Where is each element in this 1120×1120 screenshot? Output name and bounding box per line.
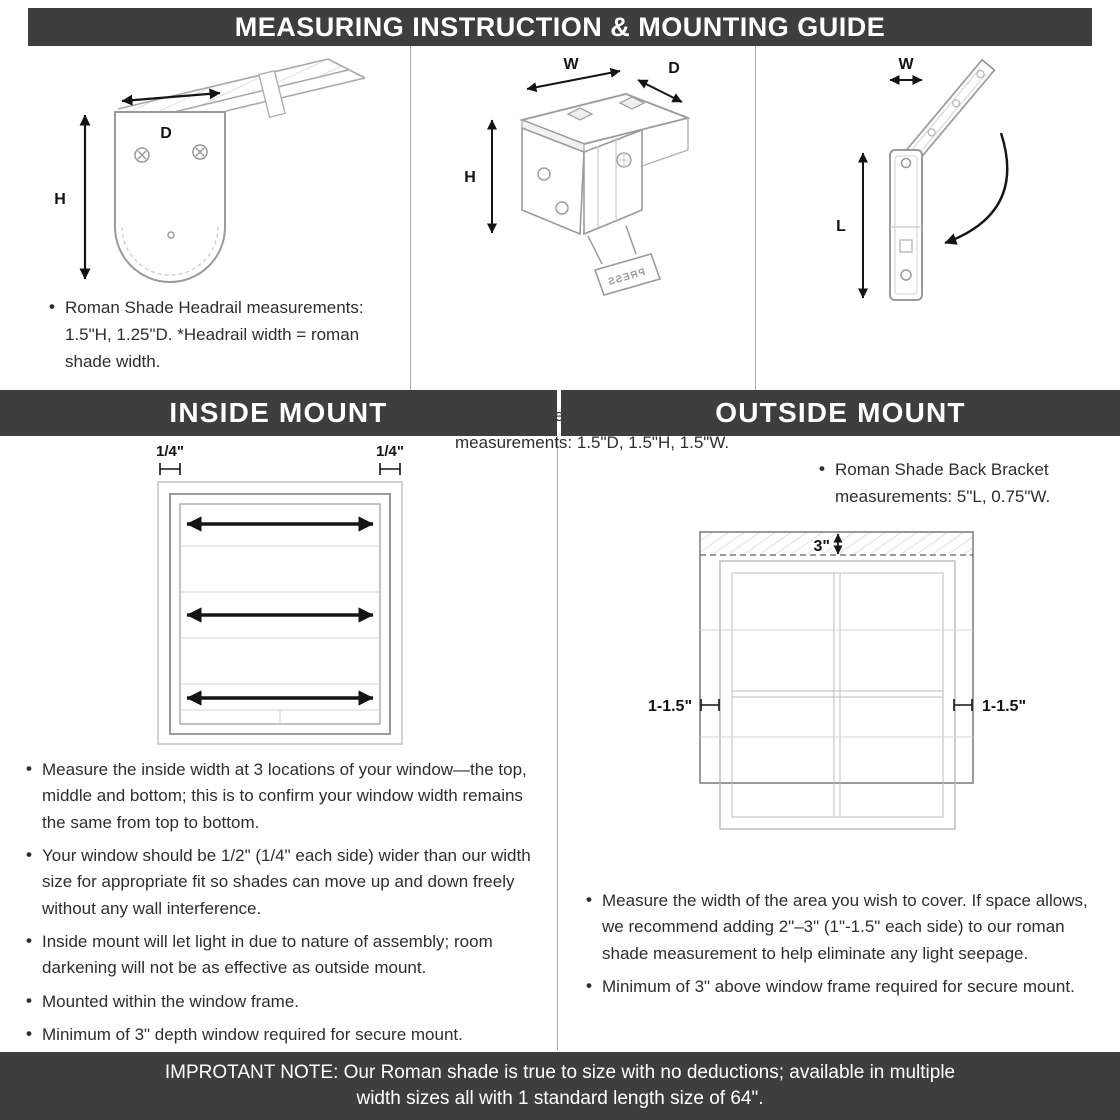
back-bracket-illustration: W L: [836, 56, 1009, 301]
headrail-illustration: D H: [54, 58, 366, 283]
rotation-arrow: [944, 132, 1009, 245]
bullet-item: Inside mount will let light in due to na…: [25, 928, 549, 982]
headrail-depth-label: D: [160, 125, 172, 142]
bullet-item: Mounted within the window frame.: [25, 988, 549, 1015]
back-bracket-length-label: L: [836, 218, 846, 235]
bracket-depth-label: D: [668, 60, 680, 77]
width-arrow: [526, 67, 621, 93]
depth-arrow: [121, 88, 221, 106]
page-title: MEASURING INSTRUCTION & MOUNTING GUIDE: [28, 8, 1092, 46]
headrail-note: Roman Shade Headrail measurements: 1.5"H…: [48, 293, 372, 376]
inside-mount-diagram: 1/4" 1/4": [156, 443, 404, 745]
outside-side-left-label: 1-1.5": [648, 698, 692, 715]
depth-arrow: [637, 79, 683, 103]
bullet-item: Measure the width of the area you wish t…: [585, 887, 1109, 967]
back-bracket-note: Roman Shade Back Bracket measurements: 5…: [818, 455, 1082, 510]
outside-mount-bullet-list: Measure the width of the area you wish t…: [585, 887, 1109, 1000]
inside-gap-right-label: 1/4": [376, 443, 404, 460]
back-bracket-width-label: W: [898, 56, 914, 73]
bullet-item: Your window should be 1/2" (1/4" each si…: [25, 842, 549, 922]
headrail-bracket-illustration: PRESS W D H: [464, 58, 691, 296]
divider: [755, 46, 756, 390]
footer-line: IMPROTANT NOTE: Our Roman shade is true …: [164, 1061, 956, 1083]
bullet-item: Measure the inside width at 3 locations …: [25, 756, 549, 836]
headrail-height-label: H: [54, 191, 66, 208]
outside-mount-header: OUTSIDE MOUNT: [561, 390, 1120, 436]
bullet-item: Minimum of 3" depth window required for …: [25, 1021, 549, 1048]
bracket-height-label: H: [464, 169, 476, 186]
inside-mount-header: INSIDE MOUNT: [0, 390, 557, 436]
divider: [557, 436, 558, 1050]
footer-note: IMPROTANT NOTE: Our Roman shade is true …: [0, 1052, 1120, 1120]
bracket-width-label: W: [563, 58, 579, 73]
inside-mount-bullet-list: Measure the inside width at 3 locations …: [25, 756, 549, 1048]
divider: [410, 46, 411, 390]
bullet-item: Minimum of 3" above window frame require…: [585, 973, 1109, 1000]
footer-line: width sizes all with 1 standard length s…: [356, 1088, 764, 1109]
outside-mount-diagram: 3" 1-1.5" 1-1.5": [648, 531, 1026, 830]
inside-gap-left-label: 1/4": [156, 443, 184, 460]
outside-top-gap-label: 3": [814, 538, 830, 555]
outside-side-right-label: 1-1.5": [982, 698, 1026, 715]
